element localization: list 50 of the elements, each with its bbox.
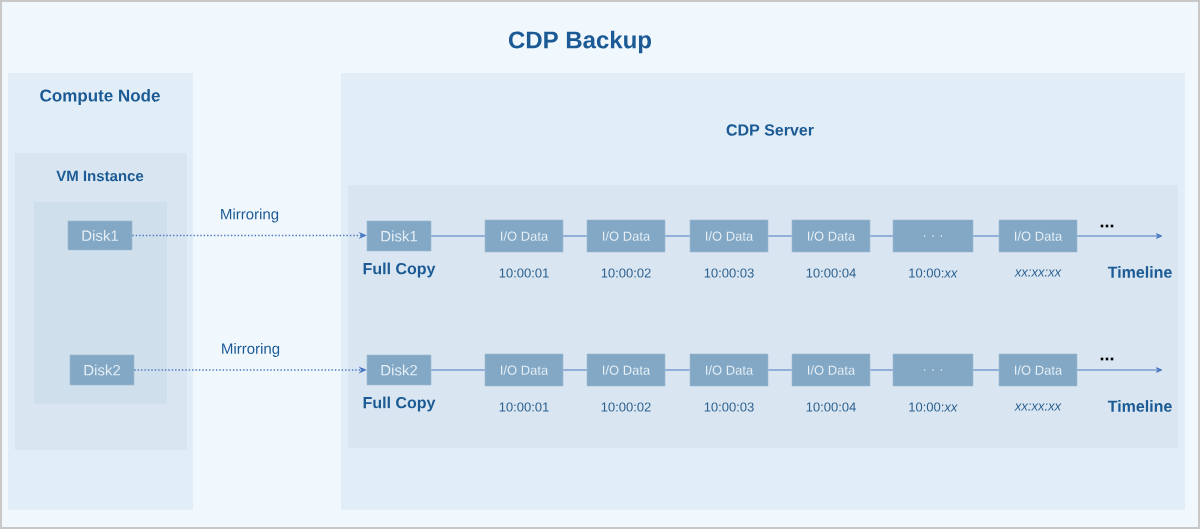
timestamp: xx:xx:xx	[1014, 269, 1062, 277]
timestamp: 10:00:03	[704, 402, 754, 412]
disk-caption: Full Copy	[363, 262, 436, 278]
timeline-line	[767, 369, 793, 371]
data-box: I/O Data	[586, 353, 666, 387]
edge-label: Mirroring	[222, 342, 280, 357]
data-box: I/O Data	[791, 219, 871, 253]
timestamp: 10:00:04	[806, 402, 856, 412]
data-box: I/O Data	[484, 219, 564, 253]
timeline-arrow	[1076, 367, 1163, 373]
data-box: I/O Data	[998, 353, 1078, 387]
edge-label: Mirroring	[221, 208, 279, 223]
data-box: I/O Data	[998, 219, 1078, 253]
timeline-line	[664, 235, 691, 237]
timestamp: 10:00:02	[601, 402, 651, 412]
timestamp: 10:00:04	[806, 268, 856, 278]
data-box: I/O Data	[689, 353, 769, 387]
timestamp: 10:00:01	[499, 402, 549, 412]
timeline-line	[664, 369, 691, 371]
timestamp: 10:00:01	[499, 268, 549, 278]
timeline-line	[430, 369, 486, 371]
data-box: . . .	[892, 353, 974, 387]
timeline-line	[767, 235, 793, 237]
timestamp: xx:xx:xx	[1014, 403, 1062, 411]
timestamp: 10:00:xx	[909, 402, 958, 412]
data-box: I/O Data	[689, 219, 769, 253]
data-box: I/O Data	[586, 219, 666, 253]
data-box: I/O Data	[791, 353, 871, 387]
timeline-line	[562, 235, 588, 237]
timeline-line	[430, 235, 486, 237]
timestamp: 10:00:02	[601, 268, 651, 278]
timestamp: 10:00:xx	[909, 268, 958, 278]
data-box: . . .	[892, 219, 974, 253]
data-box: I/O Data	[484, 353, 564, 387]
timestamp: 10:00:03	[704, 268, 754, 278]
timeline-line	[972, 369, 1000, 371]
panel-heading: VM Instance	[56, 170, 144, 182]
ellipsis: ...	[1100, 224, 1114, 228]
disk-caption: Full Copy	[363, 396, 436, 412]
timeline-arrow	[1076, 233, 1163, 239]
panel-heading: Compute Node	[40, 89, 160, 105]
timeline-line	[562, 369, 588, 371]
title: CDP Backup	[508, 30, 651, 54]
timeline-line	[869, 235, 894, 237]
timeline-line	[972, 235, 1000, 237]
timeline-label: Timeline	[1107, 400, 1172, 412]
timeline-line	[869, 369, 894, 371]
timeline-label: Timeline	[1107, 266, 1172, 278]
panel-heading: CDP Server	[726, 124, 814, 136]
ellipsis: ...	[1100, 357, 1114, 361]
